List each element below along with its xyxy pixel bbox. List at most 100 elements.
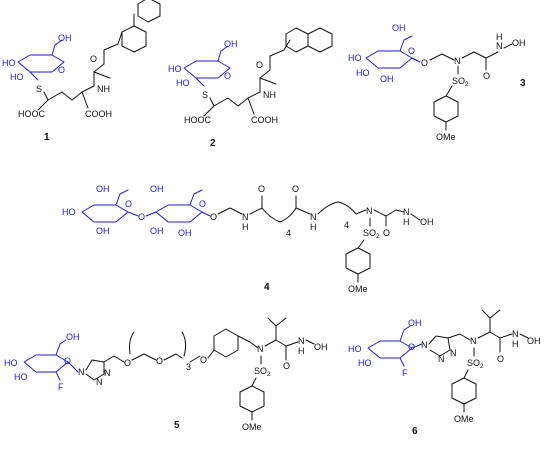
compound-4-sugar-ring-1 (81, 204, 129, 223)
compound-3-link-oxygen: O (421, 58, 428, 68)
compound-5-triazole-ch2 (103, 355, 125, 363)
compound-1-amide (93, 49, 111, 79)
compound-5-benzyl-bond (237, 335, 251, 343)
compound-4-number: 4 (264, 282, 270, 293)
compound-5-number: 5 (174, 420, 180, 431)
compound-2-naphthalene-ring-a (285, 27, 309, 53)
compound-5-nitrogen: N (257, 344, 264, 354)
compound-2-ring-oxygen: O (224, 71, 231, 81)
compound-5-repeat-3: 3 (186, 362, 191, 372)
compound-2-oh-top: OH (224, 39, 238, 49)
compound-1-cooh: COOH (85, 109, 112, 119)
compound-5-sugar-ring (23, 354, 69, 373)
compound-1-phenyl-a (121, 25, 147, 53)
compound-5-nh-n: N (298, 336, 305, 346)
compound-3-ch2oh-bond (399, 35, 413, 52)
compound-2-number: 2 (210, 138, 216, 149)
compound-1-linker (103, 31, 123, 51)
compound-1-nh: NH (97, 84, 110, 94)
compound-5-triazole-n3: N (104, 368, 111, 378)
compound-1-backbone (43, 71, 95, 101)
compound-4-glycosidic-oxygen: O (138, 212, 145, 222)
compound-3-ring-oxygen: O (408, 46, 415, 56)
compound-5-aryl-ring-b (239, 385, 265, 413)
compound-5-hydroxyl: OH (314, 342, 328, 352)
compound-3-hydroxyl: OH (512, 38, 526, 48)
compound-4-bracket-chain-1 (261, 207, 297, 223)
compound-6-s-aryl-bond (463, 369, 469, 379)
compound-3-ho-left: HO (348, 53, 362, 63)
compound-4-link-oxygen: O (210, 212, 217, 222)
compound-4-bracket-chain-2 (317, 201, 357, 215)
compound-4-ring-oxygen-2: O (199, 199, 206, 209)
compound-5-peg-chain-a (131, 353, 157, 361)
compound-5-ring-oxygen: O (64, 356, 71, 366)
compound-6-carbonyl-oxygen: O (497, 354, 504, 364)
compound-5-nhoh-bond (285, 341, 299, 347)
compound-5-bracket-close (181, 331, 187, 357)
compound-6-isopropyl (481, 309, 501, 333)
compound-5-alpha-carbon (264, 339, 287, 347)
compound-3-oh-bottom: OH (380, 74, 394, 84)
compound-4-anomeric-bond (201, 211, 211, 217)
compound-6-triazole-ring (428, 335, 451, 357)
compound-1-alpha-bond (81, 91, 89, 109)
compound-6-ho-left: HO (348, 344, 362, 354)
compound-4: OH HO OH O O OH OH OH O O N H O 4 O N H … (62, 184, 434, 294)
compound-2-cooh: COOH (251, 115, 278, 125)
compound-4-oh-1: OH (96, 184, 110, 194)
compound-4-carbonyl-oxygen-2: O (292, 184, 299, 194)
compound-4-nhoh-bond (395, 209, 405, 213)
compound-4-noh-bond (410, 213, 421, 221)
compound-1-ring-oxygen: O (58, 65, 65, 75)
compound-5-peg-oxygen-1: O (124, 358, 131, 368)
compound-3-nh-n: N (496, 41, 503, 51)
compound-5-bracket-open (129, 331, 135, 355)
compound-2-hooc: HOOC (184, 115, 212, 125)
compound-5-sulfonyl: SO2 (254, 366, 271, 378)
compound-6-triazole-n1: N (421, 340, 428, 350)
compound-6-cf-bond (399, 357, 405, 367)
compound-4-ch2 (373, 209, 397, 217)
compound-1-ho-left: HO (2, 58, 16, 68)
compound-5-ether-oxygen: O (200, 355, 207, 365)
compound-1-phenyl-b (137, 0, 161, 23)
compound-4-carbonyl-oxygen-3: O (383, 228, 390, 238)
compound-3-number: 3 (520, 78, 526, 89)
compound-6-triazole-ch2 (447, 333, 471, 341)
compound-3-carbonyl-oxygen: O (483, 71, 490, 81)
compound-3-aryl-ring (433, 95, 459, 123)
compound-5-aryl-ring-a (213, 328, 239, 358)
compound-2: OH HO HO O S O NH HOOC COOH 2 (168, 27, 333, 149)
compound-5-carbonyl-oxygen: O (283, 361, 290, 371)
compound-3-oh-top: OH (392, 23, 406, 33)
compound-5-peg-oxygen-2: O (156, 356, 163, 366)
compound-2-alpha-bond (247, 97, 255, 115)
compound-6-nhoh-bond (499, 333, 513, 339)
compound-6-sugar-ring (367, 340, 413, 359)
compound-4-aryl-ring (345, 247, 371, 275)
compound-3-anomeric-bond (411, 57, 421, 63)
compound-2-linker (269, 39, 291, 57)
compound-5-isopropyl (267, 317, 287, 341)
compound-3-ethyl-linker (429, 53, 455, 61)
compound-4-glycosidic-bond-a (127, 211, 139, 217)
compound-4-hydroxyl: OH (420, 217, 434, 227)
compound-3-noh-bond (503, 43, 513, 49)
compound-1-ch2oh-bond (51, 39, 63, 56)
compound-6-fluorine: F (402, 368, 408, 378)
compound-5-s-aryl-bond (251, 377, 257, 387)
compound-4-nitrogen: N (366, 206, 373, 216)
compound-2-amide (259, 55, 277, 85)
compound-6-triazole-n2: N (438, 354, 445, 364)
compound-5-ho-lower: HO (14, 372, 28, 382)
compound-1-sulfur: S (36, 84, 42, 94)
compound-3-nitrogen: N (454, 56, 461, 66)
compound-2-nh: NH (263, 90, 276, 100)
compound-6-ho-lower: HO (358, 358, 372, 368)
compound-6-alpha-carbon (477, 331, 501, 339)
compound-4-methoxy: OMe (348, 284, 368, 294)
compound-2-ho-left: HO (168, 64, 182, 74)
